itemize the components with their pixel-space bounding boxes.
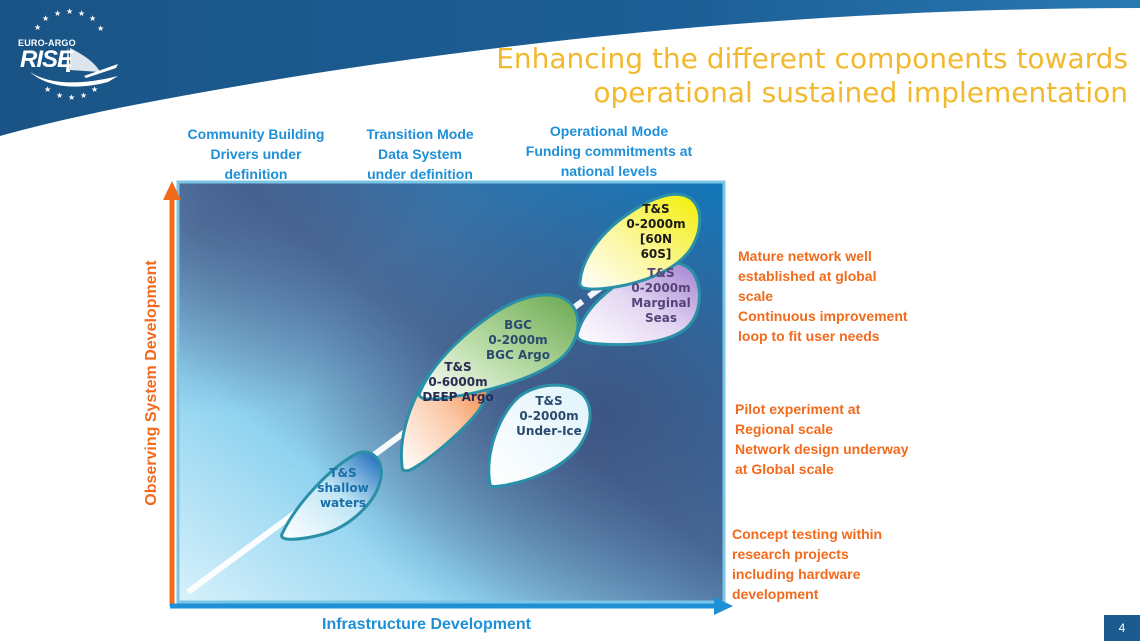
stage-label-pilot: Pilot experiment at Regional scale Netwo… <box>735 401 909 477</box>
slide-title: Enhancing the different components towar… <box>496 42 1128 109</box>
svg-text:★: ★ <box>68 93 75 102</box>
bubble-60n-60s <box>578 192 702 291</box>
svg-text:★: ★ <box>44 85 51 94</box>
svg-text:★: ★ <box>80 91 87 100</box>
star-ring-icon: ★ ★ ★ ★ ★ ★ ★ ★ ★ ★ ★ ★ <box>30 7 118 102</box>
x-axis-arrow-icon <box>714 597 733 615</box>
bubble-label-deep: T&S 0-6000m DEEP Argo <box>422 360 494 404</box>
bubble-shallow-waters <box>280 450 383 541</box>
phase-label-community: Community Building Drivers under definit… <box>187 126 325 182</box>
bubble-label-bgc: BGC 0-2000m BGC Argo <box>485 318 551 362</box>
logo-top-text: EURO-ARGO <box>18 38 76 48</box>
bubble-under-ice <box>487 383 592 489</box>
svg-text:★: ★ <box>66 7 73 16</box>
svg-text:★: ★ <box>97 24 104 33</box>
stage-label-mature: Mature network well established at globa… <box>738 248 908 344</box>
y-axis-label: Observing System Development <box>143 260 160 506</box>
bubble-label-shallow: T&S shallow waters <box>317 466 369 510</box>
page-number: 4 <box>1104 615 1140 641</box>
svg-text:★: ★ <box>78 9 85 18</box>
svg-text:★: ★ <box>54 9 61 18</box>
logo-main-text: RISE <box>20 46 73 73</box>
svg-text:★: ★ <box>34 23 41 32</box>
svg-text:★: ★ <box>42 14 49 23</box>
svg-text:★: ★ <box>91 85 98 94</box>
phase-label-transition: Transition Mode Data System under defini… <box>366 126 474 182</box>
bubble-label-under-ice: T&S 0-2000m Under-Ice <box>516 394 582 438</box>
svg-text:★: ★ <box>89 14 96 23</box>
x-axis-label: Infrastructure Development <box>322 616 531 633</box>
bubble-label-marginal: T&S 0-2000m Marginal Seas <box>631 266 691 325</box>
header-band <box>0 0 1140 136</box>
bubble-label-60n-60s: T&S 0-2000m [60N 60S] <box>626 202 686 261</box>
y-axis-arrow-icon <box>163 181 181 200</box>
svg-text:★: ★ <box>56 91 63 100</box>
stage-label-concept: Concept testing within research projects… <box>732 526 883 602</box>
euro-argo-rise-logo: ★ ★ ★ ★ ★ ★ ★ ★ ★ ★ ★ ★ EURO-ARGO RISE <box>8 6 128 102</box>
phase-label-operational: Operational Mode Funding commitments at … <box>525 123 693 179</box>
